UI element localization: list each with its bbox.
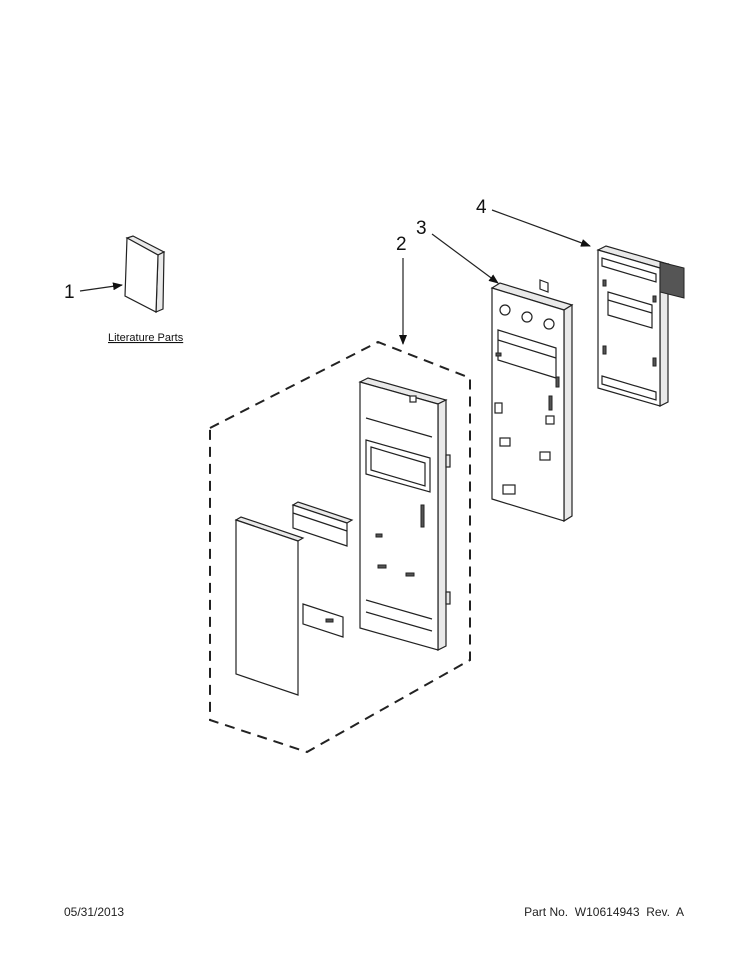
assembly-boundary [209, 340, 471, 754]
control-bracket [490, 279, 574, 523]
literature-booklet [124, 235, 166, 313]
callout-3-arrow [431, 233, 499, 284]
callout-1-arrow [79, 282, 123, 292]
control-panel-frame [358, 377, 451, 651]
callout-4: 4 [476, 197, 487, 218]
literature-parts-label: Literature Parts [108, 332, 184, 344]
callout-4-arrow [491, 209, 591, 247]
callout-2: 2 [396, 234, 407, 255]
footer-part-number: Part No. W10614943 Rev. A [524, 905, 684, 919]
callout-1: 1 [64, 282, 75, 303]
callout-3: 3 [416, 218, 427, 239]
keypad-membrane [234, 516, 305, 696]
control-board [596, 245, 685, 407]
display-window [291, 501, 354, 547]
footer-date: 05/31/2013 [64, 905, 125, 919]
membrane-ribbon [302, 603, 344, 638]
